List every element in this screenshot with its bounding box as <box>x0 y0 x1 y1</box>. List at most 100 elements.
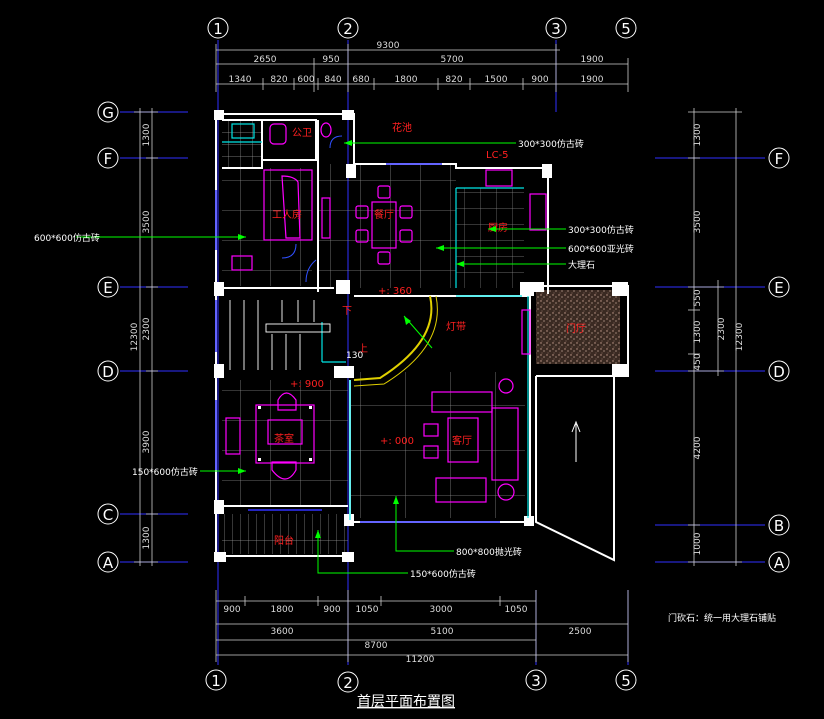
dim-bottom-row1: 900 <box>223 605 240 615</box>
window-tag: LC-5 <box>486 150 509 161</box>
dim-top-row3: 1340 <box>229 75 252 85</box>
callout-leaders <box>76 142 566 574</box>
dim-bottom-row1: 900 <box>323 605 340 615</box>
callout-tile-600-matte: 600*600亚光砖 <box>568 243 634 255</box>
grid-bubble-right-b: B <box>774 517 784 535</box>
dim-top-row2: 5700 <box>441 55 464 65</box>
grid-bubble-top-3: 3 <box>551 20 561 38</box>
cyan-accents <box>222 123 529 520</box>
callout-arrowheads <box>238 140 496 538</box>
dim-top-row3: 820 <box>445 75 462 85</box>
dim-bottom-row3: 8700 <box>365 641 388 651</box>
dim-right-seg: 550 <box>693 289 703 306</box>
room-label-menting: 门厅 <box>566 322 586 335</box>
top-dimension-lines <box>215 44 629 92</box>
grid-bubble-right-f: F <box>775 150 784 168</box>
dim-left-total: 12300 <box>130 322 140 351</box>
dim-top-row2: 950 <box>322 55 339 65</box>
callout-tile-150-b: 150*600仿古砖 <box>410 568 476 580</box>
dim-top-total: 9300 <box>377 41 400 51</box>
grid-bubble-bottom-5: 5 <box>621 672 631 690</box>
room-label-yangtai: 阳台 <box>274 534 294 547</box>
dim-top-row3: 840 <box>324 75 341 85</box>
grid-bubble-top-1: 1 <box>213 20 223 38</box>
grid-bubble-left-f: F <box>104 150 113 168</box>
curved-partition <box>353 295 438 387</box>
dim-top-row3: 600 <box>297 75 314 85</box>
callout-tile-150-a: 150*600仿古砖 <box>132 466 198 478</box>
grid-bubble-right-a: A <box>774 554 785 572</box>
grid-bubble-left-e: E <box>103 279 112 297</box>
grid-bubble-top-2: 2 <box>343 20 353 38</box>
dim-right-seg: 1300 <box>693 320 703 343</box>
grid-bubble-bottom-1: 1 <box>211 672 221 690</box>
room-label-huachi: 花池 <box>392 121 412 134</box>
dim-bottom-row2: 3600 <box>271 627 294 637</box>
grid-bubble-top-5: 5 <box>621 20 631 38</box>
grid-bubbles-top <box>207 17 637 39</box>
dim-top-row2: 1900 <box>581 55 604 65</box>
dim-bottom-row1: 3000 <box>430 605 453 615</box>
callout-tile-600-antique: 600*600仿古砖 <box>34 232 100 244</box>
dim-bottom-row2: 5100 <box>431 627 454 637</box>
dim-right-sub: 2300 <box>717 317 727 340</box>
left-dimension-lines <box>134 108 158 566</box>
light-strip-label: 灯带 <box>446 321 466 333</box>
grid-bubble-bottom-3: 3 <box>531 672 541 690</box>
grid-bubble-right-e: E <box>774 279 783 297</box>
room-label-chashi: 茶室 <box>274 432 294 445</box>
dim-right-total: 12300 <box>735 322 745 351</box>
dim-bottom-row2: 2500 <box>569 627 592 637</box>
dim-right-seg: 450 <box>693 353 703 370</box>
step-height-mark: 130 <box>346 351 363 361</box>
callout-tile-300-b: 300*300仿古砖 <box>568 224 634 236</box>
dim-bottom-row1: 1050 <box>505 605 528 615</box>
level-mark-360: +: 360 <box>378 286 412 297</box>
dim-right-seg: 4200 <box>693 436 703 459</box>
dim-right-seg: 3500 <box>693 210 703 233</box>
dim-top-row3: 1800 <box>395 75 418 85</box>
dim-right-seg: 1000 <box>693 532 703 555</box>
level-mark-900: +: 900 <box>290 379 324 390</box>
callout-tile-800: 800*800抛光砖 <box>456 546 522 558</box>
grid-bubble-left-c: C <box>103 506 113 524</box>
room-label-chufang: 厨房 <box>488 221 508 234</box>
room-label-keting: 客厅 <box>452 434 472 447</box>
grid-bubble-bottom-2: 2 <box>343 674 353 692</box>
tea-room-chair-marks <box>258 406 312 461</box>
dim-right-seg: 1300 <box>693 123 703 146</box>
dim-top-row3: 900 <box>531 75 548 85</box>
ramp-arrow <box>571 420 581 462</box>
right-dimension-lines <box>688 108 742 566</box>
level-mark-000: +: 000 <box>380 436 414 447</box>
grid-bubble-left-d: D <box>102 363 114 381</box>
dim-left-seg: 3500 <box>142 210 152 233</box>
door-swings <box>281 135 343 283</box>
drawing-title: 首层平面布置图 <box>357 694 455 710</box>
dim-bottom-row1: 1050 <box>356 605 379 615</box>
dim-bottom-row1: 1800 <box>271 605 294 615</box>
furniture <box>225 122 547 503</box>
stair-label-up: 上 <box>358 343 368 355</box>
wall-columns <box>214 110 628 562</box>
dim-left-seg: 1300 <box>142 526 152 549</box>
window-lines <box>215 163 500 523</box>
grid-bubbles-right <box>768 147 790 573</box>
bottom-dimension-lines <box>215 590 629 662</box>
stair-label-down: 下 <box>342 306 352 317</box>
grid-bubble-left-a: A <box>103 554 114 572</box>
dim-top-row3: 820 <box>270 75 287 85</box>
grid-bubbles-left <box>97 101 119 573</box>
dim-left-seg: 1300 <box>142 123 152 146</box>
dim-top-row3: 680 <box>352 75 369 85</box>
dim-left-seg: 2300 <box>142 317 152 340</box>
threshold-note: 门砍石：统一用大理石铺贴 <box>668 612 776 624</box>
grid-bubble-right-d: D <box>773 363 785 381</box>
callout-marble: 大理石 <box>568 259 595 271</box>
grid-bubbles-bottom <box>205 669 637 693</box>
dim-top-row3: 1900 <box>581 75 604 85</box>
grid-bubble-left-g: G <box>102 104 114 122</box>
floor-tiles <box>222 120 620 554</box>
dim-left-seg: 3900 <box>142 430 152 453</box>
